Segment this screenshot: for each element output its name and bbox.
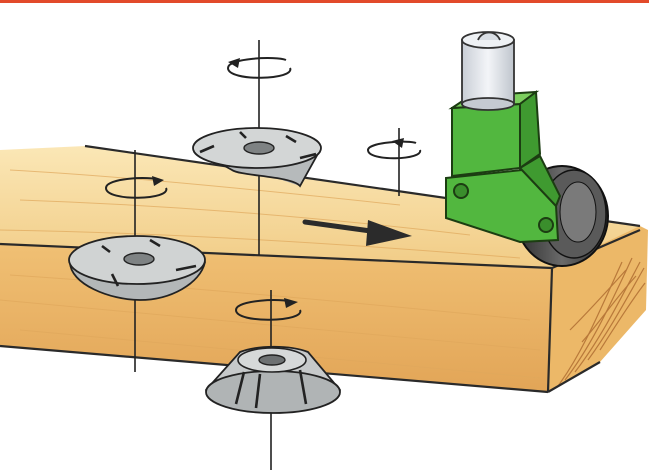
end-grain-rings <box>557 257 646 387</box>
wood-end-face <box>548 226 648 392</box>
rotation-icon-bottom <box>234 298 302 321</box>
roller-shaft <box>461 31 515 111</box>
rotation-indicators <box>104 57 421 321</box>
bottom-cutter-head <box>204 345 342 414</box>
roller-bracket <box>445 90 562 244</box>
top-cutter-head <box>192 127 322 188</box>
rotation-icon-top <box>226 57 292 79</box>
rotation-icon-left <box>104 176 168 199</box>
frame-accent-line <box>0 0 649 3</box>
left-cutter-head <box>68 235 206 301</box>
rotation-icon-roller <box>366 138 421 160</box>
feed-direction-arrow <box>302 219 412 246</box>
feed-roller-assembly <box>445 31 609 267</box>
